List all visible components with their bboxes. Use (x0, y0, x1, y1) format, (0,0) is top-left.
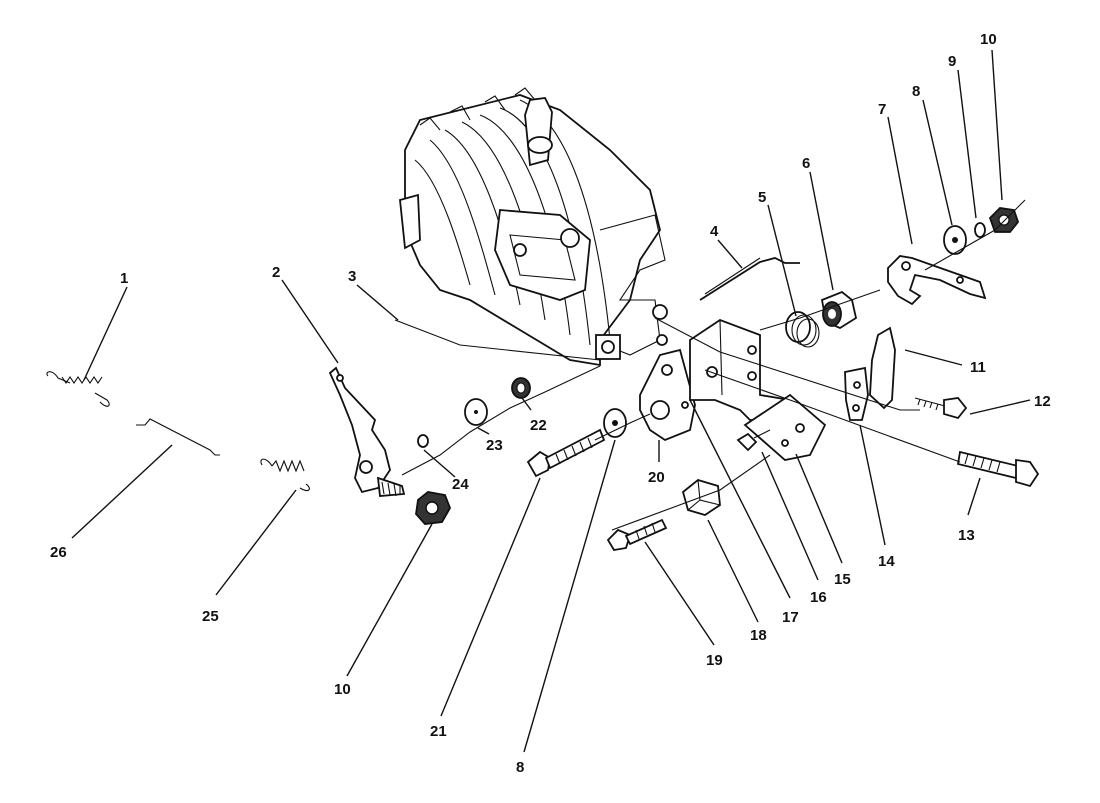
part-13-bolt (956, 450, 1040, 488)
part-6-bushing (820, 290, 858, 330)
callout-24: 24 (452, 476, 469, 493)
part-20-plate (639, 348, 696, 442)
callout-8-top: 8 (912, 83, 920, 100)
part-4-rod (699, 257, 800, 301)
part-8-washer-top (943, 225, 967, 255)
callout-3: 3 (348, 268, 356, 285)
callout-6: 6 (802, 155, 810, 172)
callout-15: 15 (834, 571, 851, 588)
callout-1: 1 (120, 270, 128, 287)
callout-10-bottom: 10 (334, 681, 351, 698)
part-7-lever (887, 255, 987, 306)
part-19-bolt (606, 518, 668, 551)
part-1-spring (46, 371, 110, 407)
callout-20: 20 (648, 469, 665, 486)
part-24-washer (417, 434, 429, 448)
callout-19: 19 (706, 652, 723, 669)
callout-4: 4 (710, 223, 719, 240)
callout-5: 5 (758, 189, 766, 206)
callout-2: 2 (272, 264, 280, 281)
callout-14: 14 (878, 553, 895, 570)
part-23-washer (464, 398, 488, 426)
callout-labels: 1 2 3 4 5 6 7 8 9 10 11 12 13 14 15 16 1… (50, 31, 1051, 776)
callout-13: 13 (958, 527, 975, 544)
part-15-plate (743, 393, 827, 461)
callout-23: 23 (486, 437, 503, 454)
leader-lines (71, 49, 1031, 753)
part-5-spring (785, 311, 820, 348)
part-26-rod (136, 418, 220, 456)
callout-12: 12 (1034, 393, 1051, 410)
part-11-bracket (869, 326, 896, 410)
part-9-washer (974, 222, 986, 238)
callout-25: 25 (202, 608, 219, 625)
callout-9: 9 (948, 53, 956, 70)
callout-11: 11 (970, 359, 986, 376)
part-22-spacer (511, 377, 531, 399)
callout-8-bottom: 8 (516, 759, 524, 776)
part-14-clip (844, 366, 869, 421)
part-16-screw (736, 429, 771, 452)
part-21-bolt (526, 428, 606, 478)
callout-7: 7 (878, 101, 886, 118)
callout-18: 18 (750, 627, 767, 644)
callout-26: 26 (50, 544, 67, 561)
callout-22: 22 (530, 417, 547, 434)
part-18-block (681, 479, 721, 516)
part-10-nut-lower (415, 491, 451, 525)
engine-block (399, 87, 668, 367)
part-8-washer-lower (603, 408, 627, 438)
part-25-spring (260, 458, 310, 492)
callout-21: 21 (430, 723, 447, 740)
part-2-lever (328, 366, 406, 497)
callout-16: 16 (810, 589, 827, 606)
part-12-screw (914, 397, 968, 420)
callout-17: 17 (782, 609, 799, 626)
callout-10-top: 10 (980, 31, 997, 48)
